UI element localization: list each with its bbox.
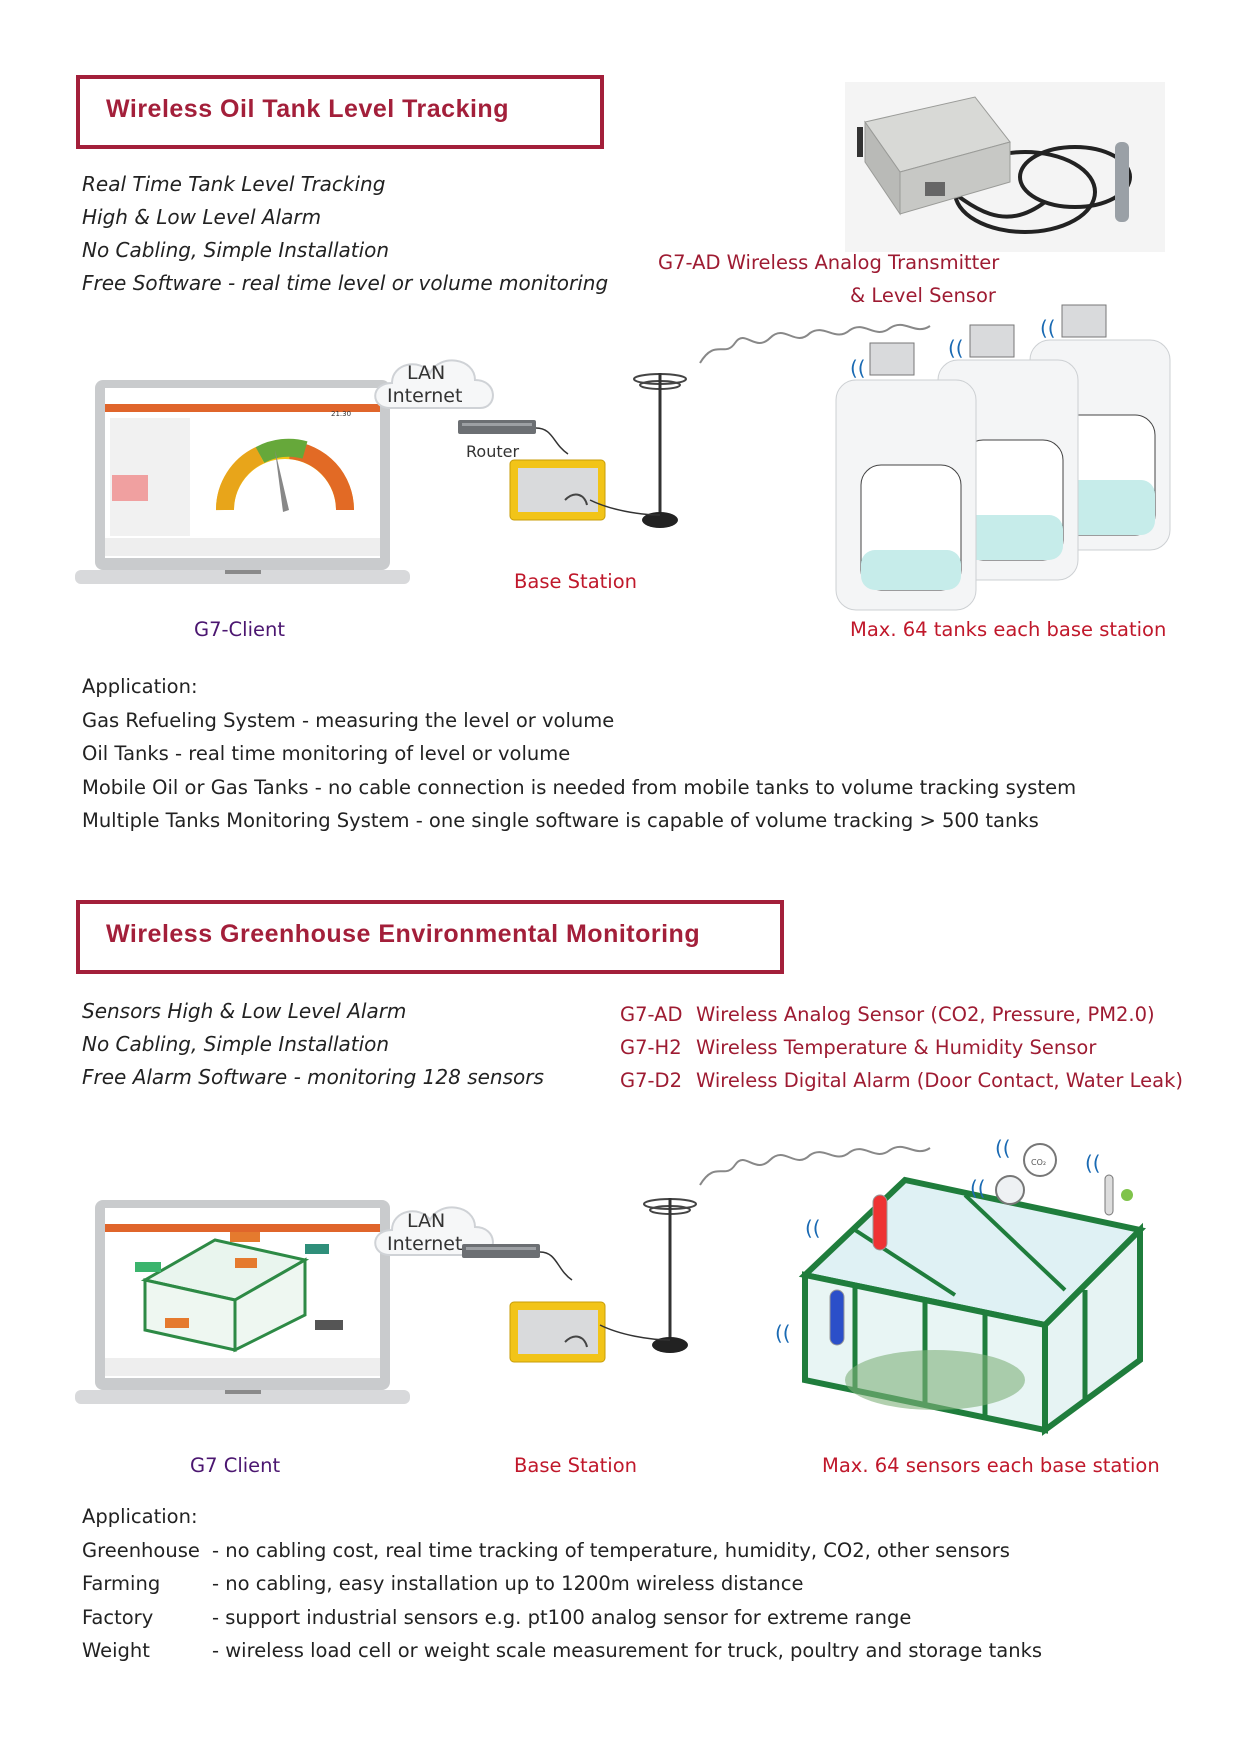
sensor-type-row: G7-H2 Wireless Temperature & Humidity Sen… xyxy=(620,1031,1183,1064)
application-desc: - wireless load cell or weight scale mea… xyxy=(212,1639,1043,1662)
application-name: Farming xyxy=(82,1572,161,1595)
section1-title: Wireless Oil Tank Level Tracking xyxy=(106,95,509,123)
lan-label: LAN xyxy=(407,1210,446,1232)
router-label: Router xyxy=(466,442,520,461)
lan-cloud-icon xyxy=(374,1206,494,1256)
feature-item: Real Time Tank Level Tracking xyxy=(82,172,386,196)
section1-title-box: Wireless Oil Tank Level Tracking xyxy=(76,75,604,149)
laptop-client xyxy=(75,380,410,584)
svg-text:((: (( xyxy=(1085,1151,1101,1175)
lan-label: LAN xyxy=(407,362,446,384)
sensor-desc: Wireless Temperature & Humidity Sensor xyxy=(696,1036,1097,1059)
section1-applications: Application: Gas Refueling System - meas… xyxy=(82,670,1076,838)
transmitter-caption-line2: & Level Sensor xyxy=(850,284,996,307)
feature-item: No Cabling, Simple Installation xyxy=(82,238,390,262)
client-label: G7 Client xyxy=(190,1454,281,1477)
application-heading: Application: xyxy=(82,1505,198,1528)
antenna-icon xyxy=(589,373,687,528)
feature-item: Free Software - real time level or volum… xyxy=(82,271,609,295)
application-row: Weight - wireless load cell or weight sca… xyxy=(82,1634,1042,1668)
application-name: Weight xyxy=(82,1639,150,1662)
application-item: Multiple Tanks Monitoring System - one s… xyxy=(82,809,1039,832)
section2-feature-list: Sensors High & Low Level Alarm No Cablin… xyxy=(82,995,544,1094)
application-row: Greenhouse - no cabling cost, real time t… xyxy=(82,1534,1042,1568)
sensor-type-row: G7-AD Wireless Analog Sensor (CO2, Pressu… xyxy=(620,998,1183,1031)
sensor-code: G7-AD xyxy=(620,1003,683,1026)
application-name: Factory xyxy=(82,1605,154,1629)
svg-text:((: (( xyxy=(1040,316,1056,340)
sensor-type-list: G7-AD Wireless Analog Sensor (CO2, Pressu… xyxy=(620,998,1183,1097)
sensor-code: G7-H2 xyxy=(620,1036,682,1059)
application-item: Gas Refueling System - measuring the lev… xyxy=(82,708,615,732)
greenhouse-illustration: (( (( (( (( (( xyxy=(775,1136,1147,1436)
application-name: Greenhouse xyxy=(82,1538,200,1562)
svg-text:((: (( xyxy=(805,1216,821,1240)
sensor-desc: Wireless Analog Sensor (CO2, Pressure, P… xyxy=(696,1003,1155,1026)
base-station-label: Base Station xyxy=(514,1454,638,1477)
base-station-label: Base Station xyxy=(514,570,638,593)
base-station-device xyxy=(509,1301,606,1363)
section2-applications: Application: Greenhouse - no cabling cost… xyxy=(82,1500,1042,1668)
tanks-illustration: (( (( (( xyxy=(835,304,1171,611)
application-row: Factory - support industrial sensors e.g.… xyxy=(82,1601,1042,1635)
sensor-type-row: G7-D2 Wireless Digital Alarm (Door Contac… xyxy=(620,1064,1183,1097)
client-label: G7-Client xyxy=(194,618,286,641)
svg-text:((: (( xyxy=(995,1136,1011,1160)
gauge-value: 21.30 xyxy=(331,410,352,418)
svg-text:((: (( xyxy=(775,1321,791,1345)
sensors-label: Max. 64 sensors each base station xyxy=(822,1454,1160,1477)
sensor-code: G7-D2 xyxy=(620,1069,682,1092)
svg-text:((: (( xyxy=(850,356,866,380)
internet-label: Internet xyxy=(387,385,463,407)
feature-item: High & Low Level Alarm xyxy=(82,205,322,229)
internet-label: Internet xyxy=(387,1233,463,1255)
feature-item: Sensors High & Low Level Alarm xyxy=(82,999,407,1023)
section2-title-box: Wireless Greenhouse Environmental Monito… xyxy=(76,900,784,974)
router-icon xyxy=(458,420,569,455)
application-desc: - no cabling cost, real time tracking of… xyxy=(212,1538,1010,1562)
co2-icon-label: CO₂ xyxy=(1031,1158,1047,1167)
application-item: Oil Tanks - real time monitoring of leve… xyxy=(82,742,571,765)
application-row: Farming - no cabling, easy installation u… xyxy=(82,1567,1042,1601)
wireless-signal-line xyxy=(699,323,931,364)
svg-text:((: (( xyxy=(970,1176,986,1200)
application-desc: - no cabling, easy installation up to 12… xyxy=(212,1572,804,1595)
feature-item: Free Alarm Software - monitoring 128 sen… xyxy=(82,1065,544,1089)
section2-title: Wireless Greenhouse Environmental Monito… xyxy=(106,920,701,948)
svg-text:((: (( xyxy=(948,336,964,360)
sensor-desc: Wireless Digital Alarm (Door Contact, Wa… xyxy=(696,1069,1183,1092)
application-desc: - support industrial sensors e.g. pt100 … xyxy=(212,1605,912,1629)
laptop-client xyxy=(75,1200,410,1404)
transmitter-photo xyxy=(845,82,1165,252)
router-icon xyxy=(462,1244,573,1281)
application-item: Mobile Oil or Gas Tanks - no cable conne… xyxy=(82,775,1077,799)
base-station-device xyxy=(509,459,606,521)
transmitter-caption-line1: G7-AD Wireless Analog Transmitter xyxy=(658,251,1000,274)
wireless-signal-line xyxy=(699,1145,931,1186)
section1-feature-list: Real Time Tank Level Tracking High & Low… xyxy=(82,168,608,300)
tanks-label: Max. 64 tanks each base station xyxy=(850,618,1167,641)
lan-cloud-icon xyxy=(374,359,494,409)
antenna-icon xyxy=(599,1198,697,1353)
feature-item: No Cabling, Simple Installation xyxy=(82,1032,390,1056)
application-heading: Application: xyxy=(82,675,198,698)
